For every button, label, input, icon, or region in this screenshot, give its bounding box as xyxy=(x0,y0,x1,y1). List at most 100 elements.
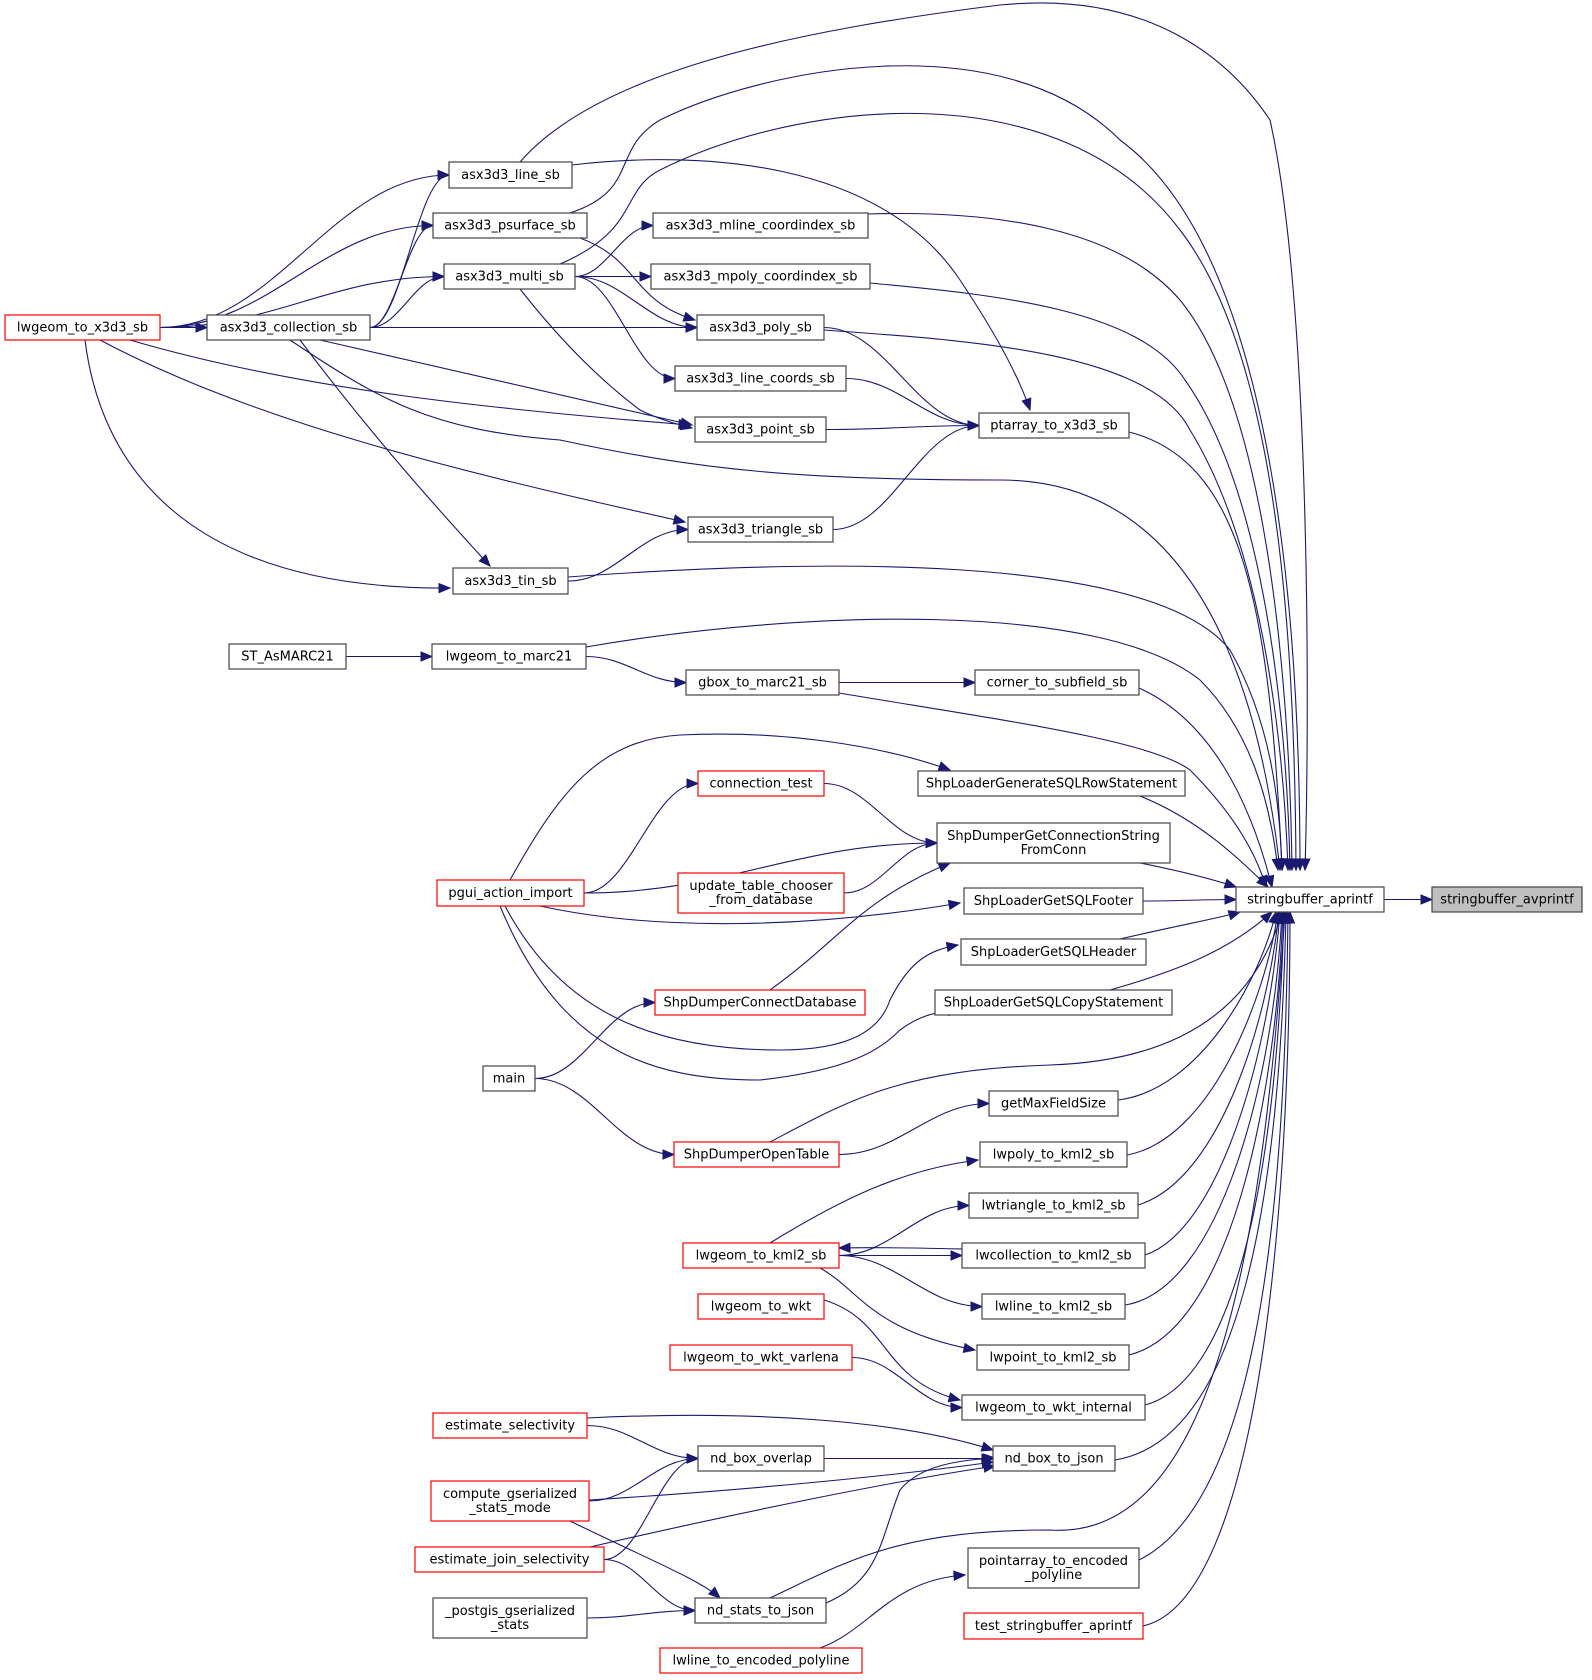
node-nd_box_overlap[interactable]: nd_box_overlap xyxy=(697,1445,825,1472)
node-asx3d3_poly_sb[interactable]: asx3d3_poly_sb xyxy=(696,314,825,341)
node-label: _postgis_gserialized xyxy=(444,1604,575,1619)
node-box xyxy=(414,1546,605,1573)
node-label: asx3d3_point_sb xyxy=(706,423,814,438)
edge-lwline_to_encoded_polyline-to-pointarray_to_encoded_polyline xyxy=(819,1570,967,1649)
node-ptarray_to_x3d3_sb[interactable]: ptarray_to_x3d3_sb xyxy=(978,412,1130,439)
edge-asx3d3_tin_sb-to-stringbuffer_aprintf xyxy=(567,565,1287,872)
arrowhead-icon xyxy=(663,373,677,384)
node-ShpDumperConnectDatabase[interactable]: ShpDumperConnectDatabase xyxy=(654,989,866,1016)
node-ShpLoaderGetSQLCopyStatement[interactable]: ShpLoaderGetSQLCopyStatement xyxy=(934,989,1173,1016)
node-lwline_to_encoded_polyline[interactable]: lwline_to_encoded_polyline xyxy=(659,1647,863,1674)
node-corner_to_subfield_sb[interactable]: corner_to_subfield_sb xyxy=(974,669,1140,696)
node-gbox_to_marc21_sb[interactable]: gbox_to_marc21_sb xyxy=(685,669,840,696)
node-box xyxy=(934,989,1173,1016)
node-label: nd_stats_to_json xyxy=(707,1604,814,1619)
edge-lwgeom_to_marc21-to-gbox_to_marc21_sb xyxy=(585,655,688,688)
node-label: nd_box_overlap xyxy=(710,1452,812,1467)
arrowhead-icon xyxy=(662,1149,676,1160)
node-lwpoly_to_kml2_sb[interactable]: lwpoly_to_kml2_sb xyxy=(979,1141,1128,1168)
node-nd_stats_to_json[interactable]: nd_stats_to_json xyxy=(694,1597,827,1624)
edge-lwgeom_to_x3d3_sb-to-asx3d3_point_sb xyxy=(129,339,692,430)
node-lwgeom_to_x3d3_sb[interactable]: lwgeom_to_x3d3_sb xyxy=(4,314,161,341)
edge-line xyxy=(869,282,1291,871)
edge-line xyxy=(159,174,450,329)
node-connection_test[interactable]: connection_test xyxy=(697,770,825,797)
node-label: lwline_to_kml2_sb xyxy=(995,1300,1112,1315)
node-lwpoint_to_kml2_sb[interactable]: lwpoint_to_kml2_sb xyxy=(976,1344,1130,1371)
node-lwgeom_to_kml2_sb[interactable]: lwgeom_to_kml2_sb xyxy=(682,1242,840,1269)
node-asx3d3_collection_sb[interactable]: asx3d3_collection_sb xyxy=(206,314,371,341)
node-asx3d3_tin_sb[interactable]: asx3d3_tin_sb xyxy=(452,567,569,595)
node-lwline_to_kml2_sb[interactable]: lwline_to_kml2_sb xyxy=(981,1293,1126,1320)
node-label: corner_to_subfield_sb xyxy=(987,676,1128,691)
node-box xyxy=(697,1445,825,1472)
edge-asx3d3_multi_sb-to-asx3d3_point_sb xyxy=(519,288,694,431)
edge-line xyxy=(559,112,1297,871)
node-box xyxy=(976,1344,1130,1371)
node-asx3d3_point_sb[interactable]: asx3d3_point_sb xyxy=(694,416,827,443)
node-box xyxy=(654,989,866,1016)
node-lwgeom_to_wkt_internal[interactable]: lwgeom_to_wkt_internal xyxy=(961,1394,1146,1421)
node-_postgis_gserialized_stats[interactable]: _postgis_gserialized_stats xyxy=(432,1597,588,1639)
node-main[interactable]: main xyxy=(482,1065,536,1092)
node-ShpDumperOpenTable[interactable]: ShpDumperOpenTable xyxy=(673,1141,840,1168)
node-asx3d3_multi_sb[interactable]: asx3d3_multi_sb xyxy=(443,263,576,290)
node-test_stringbuffer_aprintf[interactable]: test_stringbuffer_aprintf xyxy=(963,1612,1144,1640)
node-nd_box_to_json[interactable]: nd_box_to_json xyxy=(992,1445,1116,1472)
edge-line xyxy=(1142,911,1291,1627)
node-pgui_action_import[interactable]: pgui_action_import xyxy=(436,879,585,907)
node-estimate_selectivity[interactable]: estimate_selectivity xyxy=(432,1412,588,1439)
node-asx3d3_triangle_sb[interactable]: asx3d3_triangle_sb xyxy=(687,516,834,543)
node-lwtriangle_to_kml2_sb[interactable]: lwtriangle_to_kml2_sb xyxy=(968,1192,1139,1219)
node-asx3d3_mpoly_coordindex_sb[interactable]: asx3d3_mpoly_coordindex_sb xyxy=(650,263,871,290)
edge-lwgeom_to_wkt_varlena-to-lwgeom_to_wkt_internal xyxy=(851,1356,964,1413)
edge-line xyxy=(509,733,951,881)
node-estimate_join_selectivity[interactable]: estimate_join_selectivity xyxy=(414,1546,605,1573)
node-pointarray_to_encoded_polyline[interactable]: pointarray_to_encoded_polyline xyxy=(967,1547,1140,1589)
edge-line xyxy=(369,174,450,329)
node-box xyxy=(960,938,1147,966)
node-box xyxy=(482,1065,536,1092)
edge-ShpDumperOpenTable-to-getMaxFieldSize xyxy=(838,1098,991,1156)
node-label: test_stringbuffer_aprintf xyxy=(975,1619,1133,1634)
node-asx3d3_mline_coordindex_sb[interactable]: asx3d3_mline_coordindex_sb xyxy=(652,212,869,239)
edge-gbox_to_marc21_sb-to-corner_to_subfield_sb xyxy=(839,677,977,688)
node-ShpLoaderGetSQLHeader[interactable]: ShpLoaderGetSQLHeader xyxy=(960,938,1147,966)
edge-estimate_join_selectivity-to-nd_stats_to_json xyxy=(603,1558,697,1616)
edge-line xyxy=(825,1457,996,1604)
edge-ShpLoaderGetSQLCopyStatement-to-stringbuffer_aprintf xyxy=(1109,911,1273,991)
node-lwgeom_to_wkt_varlena[interactable]: lwgeom_to_wkt_varlena xyxy=(669,1344,853,1371)
node-box xyxy=(968,1192,1139,1219)
node-compute_gserialized_stats_mode[interactable]: compute_gserialized_stats_mode xyxy=(430,1480,590,1522)
node-box xyxy=(206,314,371,341)
node-box xyxy=(696,314,825,341)
node-lwcollection_to_kml2_sb[interactable]: lwcollection_to_kml2_sb xyxy=(961,1242,1146,1269)
node-asx3d3_line_sb[interactable]: asx3d3_line_sb xyxy=(448,161,573,189)
node-ShpLoaderGetSQLFooter[interactable]: ShpLoaderGetSQLFooter xyxy=(963,887,1144,915)
node-ShpLoaderGenerateSQLRowStatement[interactable]: ShpLoaderGenerateSQLRowStatement xyxy=(917,770,1186,797)
node-label: ShpLoaderGenerateSQLRowStatement xyxy=(926,777,1177,792)
edge-line xyxy=(369,224,434,329)
node-box xyxy=(673,1141,840,1168)
edge-ShpLoaderGenerateSQLRowStatement-to-stringbuffer_aprintf xyxy=(1139,795,1269,888)
edge-line xyxy=(1138,911,1289,1561)
node-label: asx3d3_line_coords_sb xyxy=(686,372,834,387)
node-lwgeom_to_marc21[interactable]: lwgeom_to_marc21 xyxy=(431,643,587,670)
edges-layer xyxy=(84,2,1434,1649)
arrowhead-icon xyxy=(639,271,653,282)
node-update_table_chooser_from_database[interactable]: update_table_chooser_from_database xyxy=(677,872,845,914)
edge-asx3d3_line_sb-to-stringbuffer_aprintf xyxy=(519,2,1311,872)
edge-asx3d3_psurface_sb-to-asx3d3_poly_sb xyxy=(579,237,697,322)
node-stringbuffer_aprintf[interactable]: stringbuffer_aprintf xyxy=(1235,886,1385,913)
node-label: nd_box_to_json xyxy=(1004,1452,1103,1467)
arrowhead-icon xyxy=(707,1586,721,1599)
node-ST_AsMARC21[interactable]: ST_AsMARC21 xyxy=(228,643,347,670)
node-lwgeom_to_wkt[interactable]: lwgeom_to_wkt xyxy=(697,1293,825,1320)
node-label: main xyxy=(493,1072,525,1087)
node-label: update_table_chooser xyxy=(689,879,833,894)
node-asx3d3_psurface_sb[interactable]: asx3d3_psurface_sb xyxy=(432,212,588,239)
arrowhead-icon xyxy=(947,899,962,911)
node-getMaxFieldSize[interactable]: getMaxFieldSize xyxy=(988,1090,1119,1117)
node-asx3d3_line_coords_sb[interactable]: asx3d3_line_coords_sb xyxy=(674,365,847,392)
